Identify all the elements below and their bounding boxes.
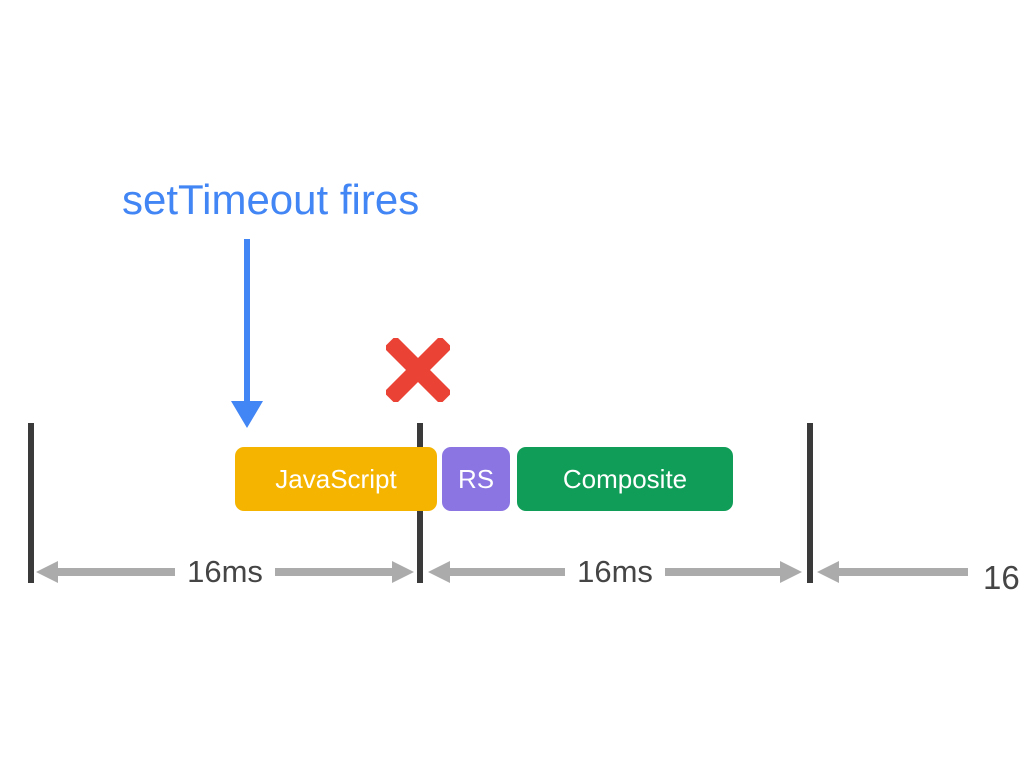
interval-label-3: 16 xyxy=(983,559,1020,596)
task-javascript-label: JavaScript xyxy=(275,463,397,494)
interval-arrow-2: 16ms xyxy=(428,552,802,592)
task-composite: Composite xyxy=(517,447,733,511)
interval-arrow-1: 16ms xyxy=(36,552,414,592)
down-arrow-head-icon xyxy=(231,401,263,428)
arrow-shaft xyxy=(58,568,176,576)
arrow-shaft xyxy=(664,568,780,576)
arrow-left-icon xyxy=(817,561,839,583)
arrow-shaft xyxy=(450,568,566,576)
interval-label-1: 16ms xyxy=(187,554,263,589)
task-recalc-styles-label: RS xyxy=(457,463,495,494)
frame-boundary-line xyxy=(28,423,34,583)
task-recalc-styles: RS xyxy=(442,447,510,511)
x-mark-icon xyxy=(386,338,450,402)
arrow-right-icon xyxy=(780,561,802,583)
down-arrow-icon xyxy=(244,239,250,403)
interval-label-2: 16ms xyxy=(577,554,653,589)
task-javascript: JavaScript xyxy=(235,447,437,511)
arrow-left-icon xyxy=(428,561,450,583)
frame-boundary-line xyxy=(807,423,813,583)
arrow-shaft xyxy=(274,568,392,576)
task-composite-label: Composite xyxy=(562,463,688,494)
arrow-shaft xyxy=(839,568,968,576)
settimeout-fires-label: setTimeout fires xyxy=(122,176,420,223)
interval-arrow-3: 16 xyxy=(817,552,1024,596)
arrow-left-icon xyxy=(36,561,58,583)
arrow-right-icon xyxy=(392,561,414,583)
